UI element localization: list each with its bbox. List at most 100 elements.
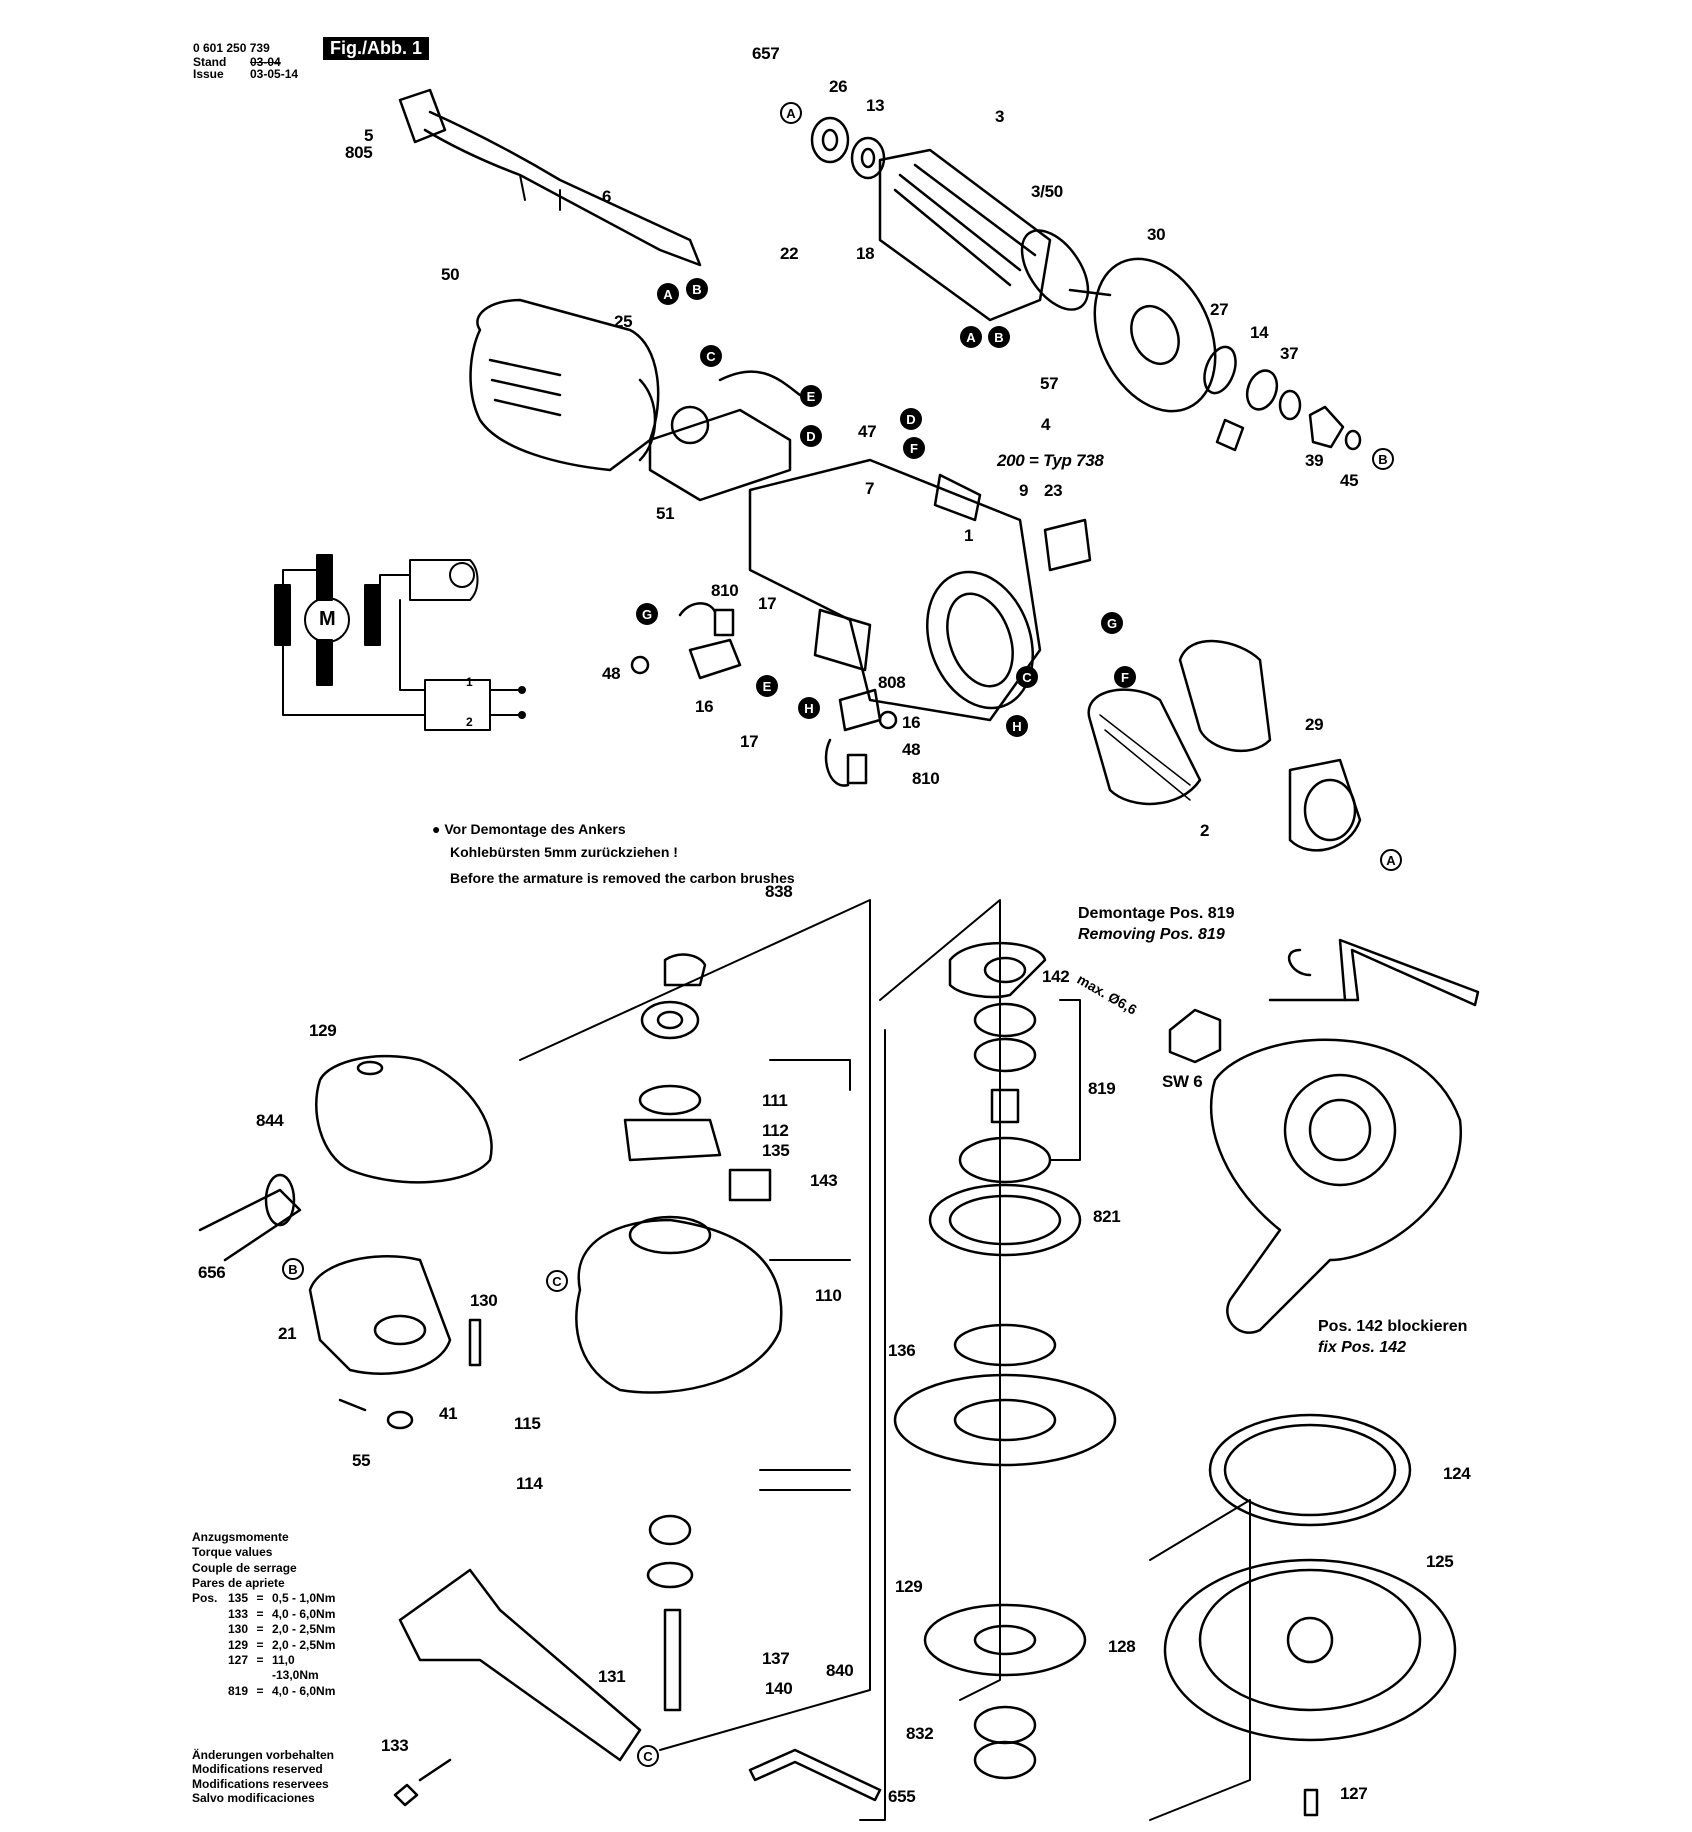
- part-label: 657: [752, 44, 780, 63]
- part-label: 1: [964, 526, 974, 545]
- part-label-armature: 3: [995, 107, 1005, 126]
- switch-contact-2: 2: [466, 715, 473, 729]
- torque-values-table: Anzugsmomente Torque values Couple de se…: [192, 1530, 342, 1699]
- connector-b-marker: B: [686, 278, 708, 300]
- part-label: 22: [780, 244, 799, 263]
- part-label: 821: [1093, 1207, 1121, 1226]
- gearbox-small-parts-drawing: [1203, 345, 1362, 452]
- connector-b-marker: B: [988, 326, 1010, 348]
- torque-title-en: Torque values: [192, 1545, 273, 1560]
- part-label: 133: [381, 1736, 409, 1755]
- part-label: 838: [765, 882, 793, 901]
- part-label: 810: [912, 769, 940, 788]
- part-label: 110: [815, 1286, 842, 1305]
- part-label: 50: [441, 265, 460, 284]
- torque-pos: 819: [227, 1683, 248, 1698]
- torque-eq: =: [256, 1591, 264, 1606]
- connector-e-marker: E: [800, 385, 822, 407]
- part-label: 55: [352, 1451, 371, 1470]
- part-label: 51: [656, 504, 675, 523]
- part-number: 0 601 250 739: [193, 41, 270, 55]
- part-label: 29: [1305, 715, 1324, 734]
- torque-title-fr: Couple de serrage: [192, 1560, 297, 1575]
- connector-c-marker: C: [700, 345, 722, 367]
- part-label: 27: [1210, 300, 1229, 319]
- issue-date: 03-05-14: [250, 67, 299, 81]
- connector-a-marker: A: [960, 326, 982, 348]
- part-label: 832: [906, 1724, 934, 1743]
- torque-row: 133 = 4,0 - 6,0Nm: [192, 1607, 342, 1622]
- part-label: 7: [865, 479, 875, 498]
- spindle-gear-stack-drawing: [893, 941, 1117, 1780]
- torque-value: 4,0 - 6,0Nm: [272, 1606, 336, 1621]
- part-label: 23: [1044, 481, 1063, 500]
- connector-h-marker: H: [798, 697, 820, 719]
- part-label: 26: [829, 77, 848, 96]
- wiring-diagram: [274, 554, 526, 731]
- part-label: 124: [1443, 1464, 1471, 1483]
- part-label: 41: [439, 1404, 458, 1423]
- part-label: 114: [516, 1474, 543, 1493]
- part-label: 111: [762, 1091, 788, 1110]
- part-label: 655: [888, 1787, 916, 1806]
- torque-row: 129 = 2,0 - 2,5Nm: [192, 1638, 342, 1653]
- wrench-size-note: SW 6: [1162, 1072, 1203, 1091]
- part-label: 14: [1250, 323, 1269, 342]
- part-label: 25: [614, 312, 633, 331]
- part-label: 21: [278, 1324, 297, 1343]
- connector-e-marker: E: [756, 675, 778, 697]
- torque-value: 2,0 - 2,5Nm: [272, 1637, 336, 1652]
- backing-pad-drawing: [1163, 1413, 1457, 1817]
- part-label: 127: [1340, 1784, 1368, 1803]
- motor-housing-drawing: [469, 298, 660, 472]
- connector-b-marker: B: [1372, 448, 1394, 470]
- modifications-en: Modifications reserved: [192, 1762, 323, 1777]
- torque-title-es: Pares de apriete: [192, 1576, 285, 1591]
- part-label: 808: [878, 673, 906, 692]
- part-label: 136: [888, 1341, 916, 1360]
- gear-head-cover-drawing: [198, 1054, 493, 1262]
- part-label: 810: [711, 581, 739, 600]
- fix-note-en: fix Pos. 142: [1318, 1339, 1407, 1356]
- torque-pos: 135: [227, 1591, 248, 1606]
- part-label: 37: [1280, 344, 1299, 363]
- torque-value: 0,5 - 1,0Nm: [272, 1591, 336, 1606]
- torque-eq: =: [256, 1637, 264, 1652]
- stand-date: 03-04: [250, 55, 281, 69]
- part-label: 48: [902, 740, 921, 759]
- connector-d-marker: D: [800, 425, 822, 447]
- torque-row: 127 = 11,0 -13,0Nm: [192, 1653, 342, 1684]
- hex-wrench-drawing: [748, 1748, 882, 1802]
- part-label: 16: [695, 697, 714, 716]
- connector-d-marker: D: [900, 408, 922, 430]
- modifications-fr: Modifications reservees: [192, 1776, 329, 1791]
- part-label: 129: [309, 1021, 337, 1040]
- part-label: 656: [198, 1263, 226, 1282]
- connector-c-marker: C: [637, 1745, 659, 1767]
- connector-f-marker: F: [1114, 666, 1136, 688]
- part-label: 3/50: [1031, 182, 1063, 201]
- armature-note-de-2: Kohlebürsten 5mm zurückziehen !: [450, 844, 678, 860]
- motor-symbol-label: M: [319, 608, 336, 630]
- armature-note-en: Before the armature is removed the carbo…: [450, 870, 795, 886]
- torque-pos: 129: [227, 1637, 248, 1652]
- stand-label: Stand: [193, 55, 227, 69]
- part-label: 128: [1108, 1637, 1136, 1656]
- torque-pos: 130: [227, 1622, 248, 1637]
- part-label: 2: [1200, 821, 1210, 840]
- part-label: 140: [765, 1679, 793, 1698]
- connector-c-marker: C: [1016, 666, 1038, 688]
- part-label: 45: [1340, 471, 1359, 490]
- connector-g-marker: G: [1101, 612, 1123, 634]
- torque-row: Pos. 135 = 0,5 - 1,0Nm: [192, 1591, 342, 1606]
- part-label: 57: [1040, 374, 1059, 393]
- torque-pos: 127: [227, 1652, 248, 1667]
- removal-detail-drawing: [1168, 938, 1480, 1334]
- torque-row: 130 = 2,0 - 2,5Nm: [192, 1622, 342, 1637]
- removal-note-de: Demontage Pos. 819: [1078, 905, 1235, 922]
- part-label: 819: [1088, 1079, 1116, 1098]
- fan-cover-drawing: [1093, 257, 1217, 413]
- part-label: 840: [826, 1661, 854, 1680]
- part-label: 9: [1019, 481, 1029, 500]
- side-handle-drawing: [393, 1568, 642, 1807]
